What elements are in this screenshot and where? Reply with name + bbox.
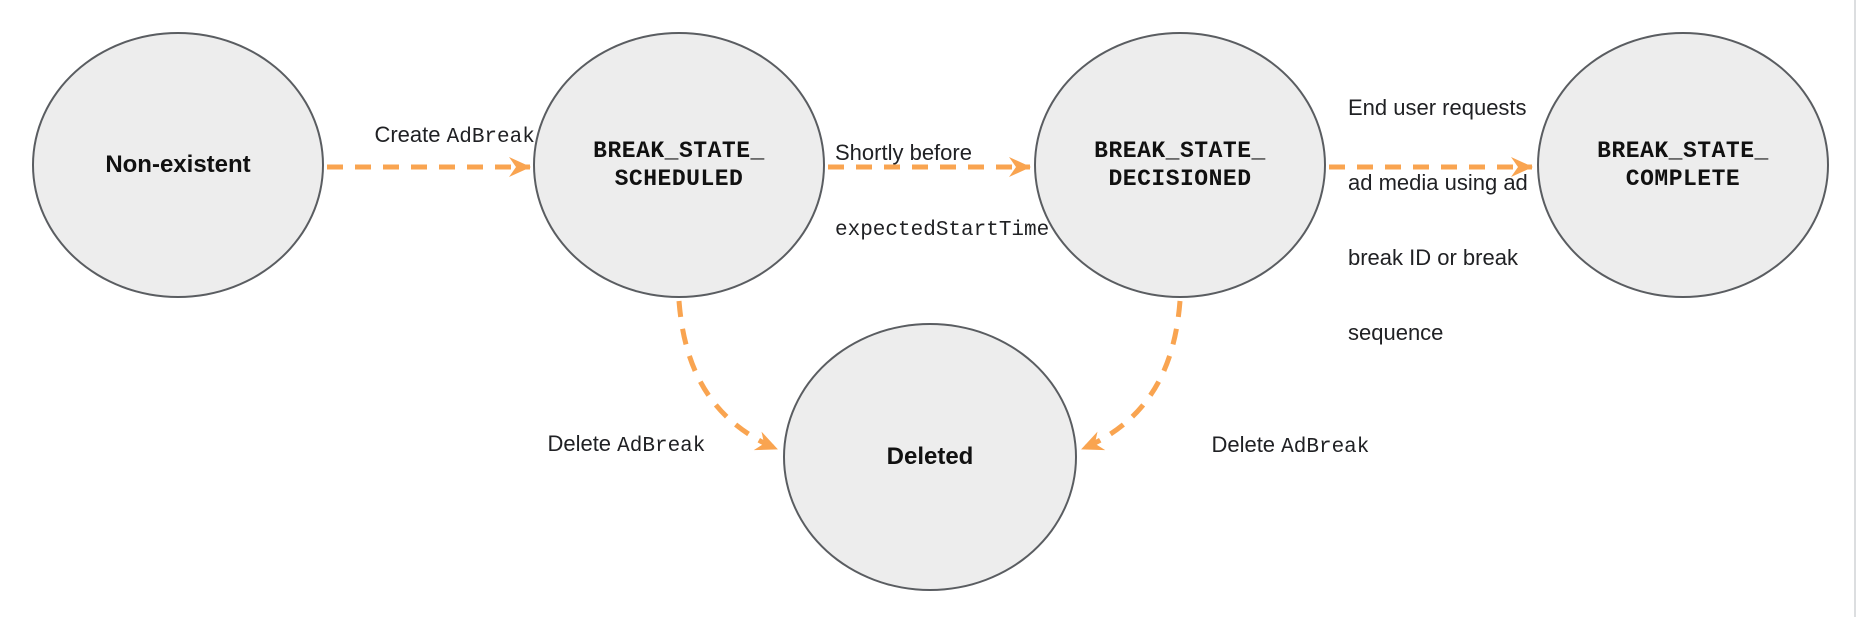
transition-label-code: AdBreak	[1281, 436, 1370, 459]
arrow-delete-from-decisioned	[1081, 300, 1183, 452]
transition-label-text: Delete	[547, 431, 618, 456]
state-node-label-line1: BREAK_STATE_	[593, 138, 765, 164]
state-node-non-existent: Non-existent	[32, 32, 324, 298]
state-node-label-line2: COMPLETE	[1625, 166, 1741, 192]
transition-label-end-user-request: End user requests ad media using ad brea…	[1348, 45, 1528, 395]
transition-label-text-line1: End user requests	[1348, 95, 1527, 120]
state-node-break-state-scheduled: BREAK_STATE_ SCHEDULED	[533, 32, 825, 298]
state-node-label: Non-existent	[105, 151, 251, 178]
state-node-deleted: Deleted	[783, 323, 1077, 591]
state-node-break-state-decisioned: BREAK_STATE_ DECISIONED	[1034, 32, 1326, 298]
transition-label-text-line2: ad media using ad	[1348, 170, 1528, 195]
page-right-border	[1854, 0, 1856, 617]
transition-label-text: Shortly before	[835, 140, 972, 165]
transition-label-code: expectedStartTime	[835, 219, 1050, 242]
transition-label-delete-adbreak-right: Delete AdBreak	[1187, 406, 1369, 487]
transition-label-text: Create	[374, 122, 447, 147]
transition-label-text-line3: break ID or break	[1348, 245, 1518, 270]
transition-label-code: AdBreak	[446, 126, 535, 149]
transition-label-text-line4: sequence	[1348, 320, 1444, 345]
state-node-label-line2: DECISIONED	[1108, 166, 1252, 192]
arrow-delete-from-scheduled	[676, 300, 778, 452]
state-node-label-line1: BREAK_STATE_	[1597, 138, 1769, 164]
transition-label-code: AdBreak	[617, 435, 706, 458]
state-node-label: Deleted	[886, 443, 974, 470]
transition-label-shortly-before: Shortly before expectedStartTime	[835, 88, 1049, 296]
transition-label-create-adbreak: Create AdBreak	[350, 96, 535, 177]
transition-label-delete-adbreak-left: Delete AdBreak	[523, 405, 705, 486]
state-node-break-state-complete: BREAK_STATE_ COMPLETE	[1537, 32, 1829, 298]
transition-label-text: Delete	[1211, 432, 1282, 457]
state-node-label-line2: SCHEDULED	[614, 166, 744, 192]
state-node-label-line1: BREAK_STATE_	[1094, 138, 1266, 164]
